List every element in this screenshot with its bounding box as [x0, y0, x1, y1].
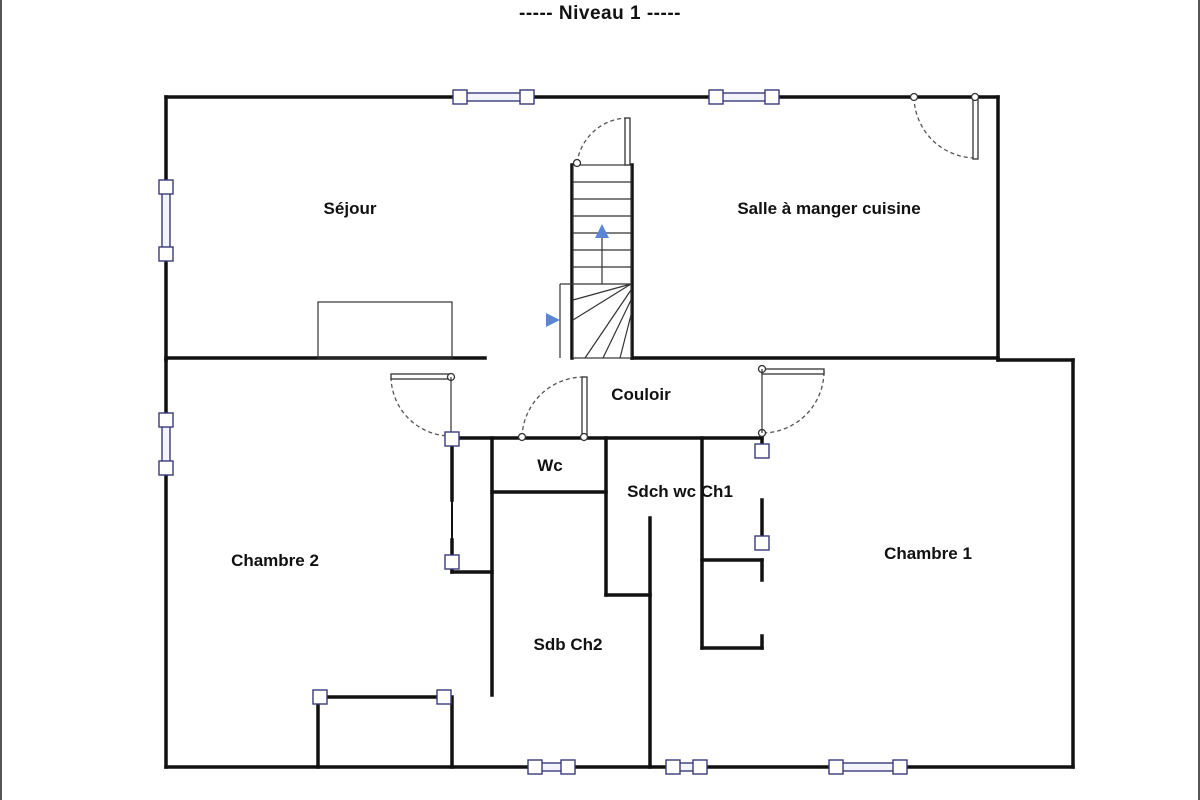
- room-labels: Séjour Salle à manger cuisine Couloir Wc…: [231, 199, 972, 654]
- room-label-chambre2: Chambre 2: [231, 551, 319, 570]
- windows: [158, 89, 908, 775]
- room-label-wc: Wc: [537, 456, 563, 475]
- stair-entry-arrow-icon: [546, 313, 560, 327]
- stair-up-arrow-icon: [595, 224, 609, 238]
- room-label-chambre1: Chambre 1: [884, 544, 972, 563]
- window-bottom-sdch: [665, 759, 708, 775]
- plan-title: ----- Niveau 1 -----: [519, 3, 681, 24]
- door-stair: [572, 117, 631, 168]
- window-bottom-chambre1: [828, 759, 908, 775]
- room-label-sejour: Séjour: [324, 199, 377, 218]
- frame-left-border: [0, 0, 2, 800]
- door-chambre1: [757, 364, 825, 438]
- window-top-2: [708, 89, 780, 105]
- room-label-couloir: Couloir: [611, 385, 671, 404]
- doors: [390, 92, 980, 442]
- door-wc: [517, 376, 589, 442]
- staircase: [546, 164, 632, 359]
- window-closet-chambre1: [754, 443, 770, 551]
- door-salle-exterior: [909, 92, 980, 160]
- sejour-chimney: [317, 301, 453, 359]
- room-label-sdb-ch2: Sdb Ch2: [534, 635, 603, 654]
- window-left-sejour: [158, 179, 174, 262]
- frame-right-border: [1198, 0, 1200, 800]
- room-label-salle: Salle à manger cuisine: [737, 199, 920, 218]
- window-top-1: [452, 89, 535, 105]
- door-chambre2: [390, 372, 456, 437]
- room-label-sdch-wc-ch1: Sdch wc Ch1: [627, 482, 733, 501]
- window-left-chambre2: [158, 412, 174, 476]
- window-bottom-sdb: [527, 759, 576, 775]
- window-closet-chambre2: [444, 431, 460, 570]
- window-bottom-closet: [312, 689, 452, 705]
